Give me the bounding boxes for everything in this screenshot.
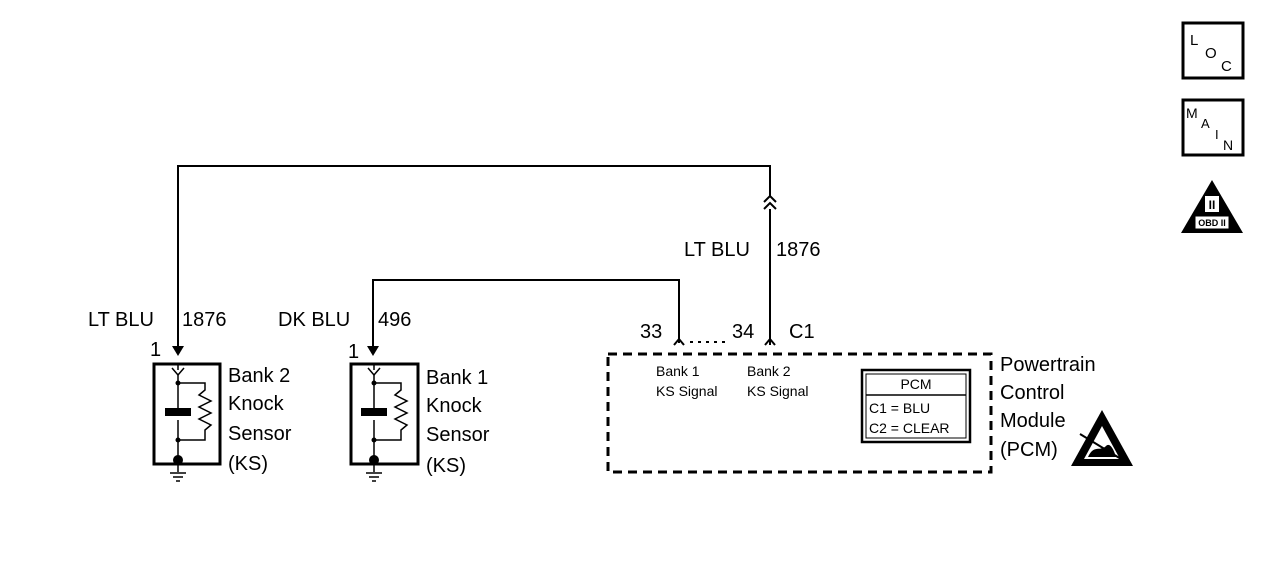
- wire-label-ltblu-left-circuit: 1876: [182, 309, 227, 331]
- bank2-knock-sensor: 1 Bank 2 Knock Sensor (KS): [150, 339, 292, 482]
- bank2-label-line4: (KS): [228, 453, 268, 475]
- bank2-label-line3: Sensor: [228, 423, 292, 445]
- wire-label-ltblu-right-color: LT BLU: [684, 239, 750, 261]
- svg-text:A: A: [1201, 116, 1210, 131]
- knock-sensor-symbol-icon: [361, 364, 409, 465]
- pcm-terminal34-line1: Bank 2: [747, 363, 791, 379]
- pcm-name-line3: Module: [1000, 410, 1066, 432]
- svg-text:I: I: [1215, 127, 1219, 142]
- svg-text:C: C: [1221, 58, 1232, 75]
- pcm-outline: [606, 352, 993, 474]
- bank2-pin-number: 1: [150, 339, 161, 361]
- svg-text:N: N: [1223, 137, 1233, 153]
- pcm-module: 33 34 C1 Bank 1 KS Signal Bank 2 KS Sign…: [606, 321, 1133, 474]
- ground-icon: [366, 465, 382, 482]
- bank1-label-line3: Sensor: [426, 424, 490, 446]
- pcm-pin-34: 34: [732, 321, 754, 343]
- svg-text:O: O: [1205, 45, 1217, 62]
- pcm-terminal33-line1: Bank 1: [656, 363, 700, 379]
- pcm-legend-c1: C1 = BLU: [869, 400, 930, 416]
- svg-text:OBD II: OBD II: [1198, 218, 1226, 228]
- loc-icon[interactable]: L O C: [1181, 21, 1245, 80]
- pcm-name-line4: (PCM): [1000, 439, 1058, 461]
- wire-label-ltblu-right-circuit: 1876: [776, 239, 821, 261]
- knock-sensor-symbol-icon: [165, 364, 213, 465]
- main-icon[interactable]: M A I N: [1181, 98, 1245, 157]
- pcm-connector-id: C1: [789, 321, 815, 343]
- wire-label-ltblu-left-color: LT BLU: [88, 309, 154, 331]
- wire-lt-blu-1876: [172, 165, 777, 356]
- bank2-label-line1: Bank 2: [228, 365, 290, 387]
- wire-dk-blu-496: [367, 279, 685, 356]
- pcm-legend-c2: C2 = CLEAR: [869, 420, 950, 436]
- bank1-knock-sensor: 1 Bank 1 Knock Sensor (KS): [348, 341, 490, 482]
- wire-label-dkblu-circuit: 496: [378, 309, 411, 331]
- svg-text:M: M: [1186, 105, 1198, 121]
- pcm-name-line1: Powertrain: [1000, 354, 1096, 376]
- wire-label-dkblu-color: DK BLU: [278, 309, 350, 331]
- pcm-terminal33-line2: KS Signal: [656, 383, 717, 399]
- pcm-pin-33: 33: [640, 321, 662, 343]
- bank1-pin-number: 1: [348, 341, 359, 363]
- bank1-label-line1: Bank 1: [426, 367, 488, 389]
- pcm-name-line2: Control: [1000, 382, 1064, 404]
- pcm-legend-title: PCM: [900, 376, 931, 392]
- bank1-label-line2: Knock: [426, 395, 483, 417]
- bank1-label-line4: (KS): [426, 455, 466, 477]
- bank2-label-line2: Knock: [228, 393, 285, 415]
- svg-text:L: L: [1190, 32, 1198, 49]
- obd-ii-icon[interactable]: II OBD II: [1181, 180, 1243, 233]
- pcm-connector-legend: PCM C1 = BLU C2 = CLEAR: [860, 368, 972, 444]
- pcm-terminal34-line2: KS Signal: [747, 383, 808, 399]
- ground-icon: [170, 465, 186, 482]
- svg-text:II: II: [1209, 198, 1216, 212]
- esd-warning-icon: [1071, 410, 1133, 466]
